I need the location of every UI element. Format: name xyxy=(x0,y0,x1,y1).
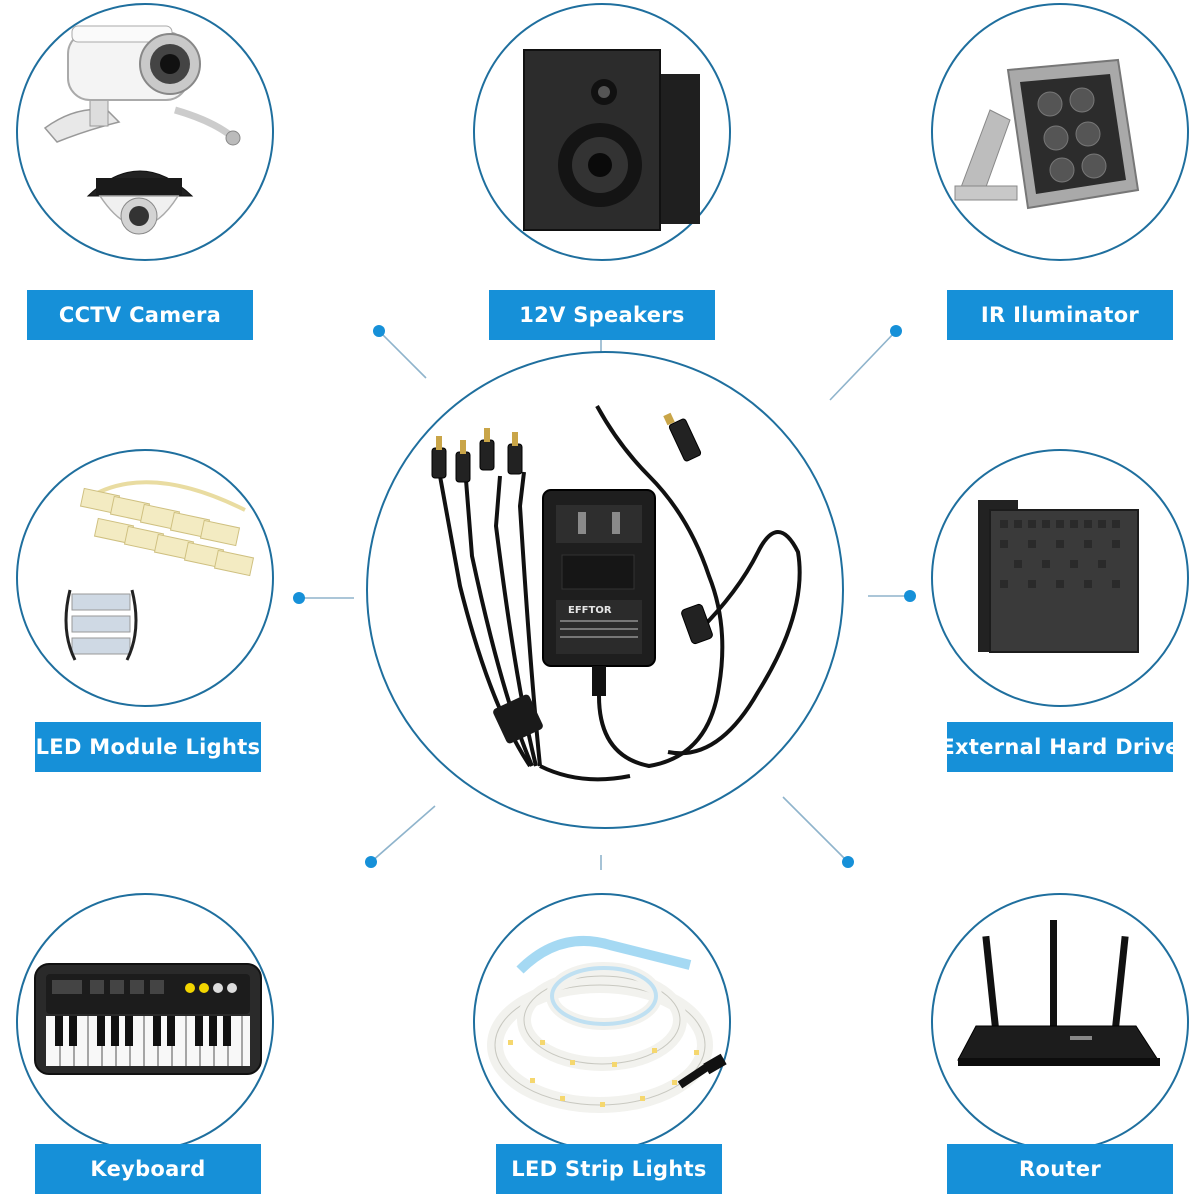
label-cctv-camera: CCTV Camera xyxy=(27,290,253,340)
ir-illuminator-icon xyxy=(954,58,1140,210)
label-led-strip-lights: LED Strip Lights xyxy=(496,1144,722,1194)
router-icon xyxy=(957,920,1160,1066)
connector-lines xyxy=(299,330,910,870)
speaker-icon xyxy=(523,49,700,231)
label-led-module-lights: LED Module Lights xyxy=(35,722,261,772)
label-keyboard: Keyboard xyxy=(35,1144,261,1194)
connector-dots xyxy=(293,325,916,868)
led-module-icon xyxy=(64,480,255,661)
label-12v-speakers: 12V Speakers xyxy=(489,290,715,340)
label-ir-illuminator: IR Iluminator xyxy=(947,290,1173,340)
keyboard-icon xyxy=(34,963,262,1075)
label-external-hard-drive: External Hard Drive xyxy=(940,722,1179,772)
hard-drive-icon xyxy=(978,500,1139,653)
led-strip-icon xyxy=(487,935,727,1113)
label-router: Router xyxy=(947,1144,1173,1194)
power-adapter-icon: EFFTOR xyxy=(431,405,802,782)
cctv-camera-icon xyxy=(43,25,241,235)
adapter-brand-text: EFFTOR xyxy=(568,605,612,616)
